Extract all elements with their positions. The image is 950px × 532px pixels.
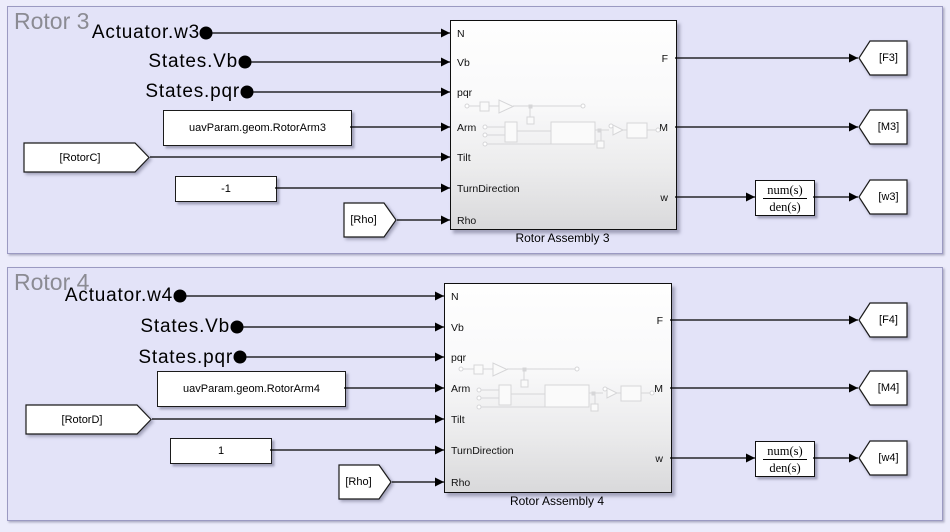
from-tag-rho-3[interactable]: [Rho] bbox=[343, 202, 397, 238]
constant-turn-direction-3[interactable]: -1 bbox=[175, 176, 277, 202]
from-tag-shape bbox=[338, 464, 392, 500]
goto-tag-label: [M4] bbox=[877, 382, 900, 394]
input-port-tilt: Tilt bbox=[451, 414, 465, 426]
input-port-turndirection: TurnDirection bbox=[457, 183, 520, 195]
from-tag-rotorc[interactable]: [RotorC] bbox=[23, 142, 150, 173]
goto-tag-label: [F4] bbox=[879, 314, 898, 326]
input-port-pqr: pqr bbox=[457, 87, 473, 99]
goto-tag-label: [M3] bbox=[877, 121, 900, 133]
subsystem-content-preview bbox=[464, 99, 661, 149]
constant-rotor-arm4[interactable]: uavParam.geom.RotorArm4 bbox=[157, 371, 346, 407]
from-tag-rotord[interactable]: [RotorD] bbox=[25, 404, 152, 435]
from-tag-shape bbox=[23, 142, 150, 173]
area-title-rotor4[interactable]: Rotor 4 bbox=[14, 269, 90, 295]
transfer-fcn-numerator: num(s) bbox=[767, 443, 803, 458]
input-port-n: N bbox=[457, 28, 465, 40]
input-port-vb: Vb bbox=[457, 57, 470, 69]
from-tag-label: [RotorD] bbox=[61, 413, 103, 426]
goto-tag-label: [F3] bbox=[879, 52, 898, 64]
goto-tag-shape bbox=[858, 179, 908, 215]
fraction-bar bbox=[763, 458, 807, 460]
output-port-m: M bbox=[659, 122, 668, 134]
input-port-vb: Vb bbox=[451, 322, 464, 334]
from-tag-shape bbox=[343, 202, 397, 238]
goto-tag-f4[interactable]: [F4] bbox=[858, 302, 908, 338]
input-port-tilt: Tilt bbox=[457, 152, 471, 164]
subsystem-content-preview bbox=[458, 362, 655, 412]
goto-tag-shape bbox=[858, 370, 908, 406]
signal-label-states-vb[interactable]: States.Vb bbox=[140, 316, 230, 337]
transfer-fcn-block-4[interactable]: num(s) den(s) bbox=[755, 441, 815, 477]
goto-tag-m4[interactable]: [M4] bbox=[858, 370, 908, 406]
goto-tag-label: [w3] bbox=[878, 191, 899, 203]
goto-tag-shape bbox=[858, 109, 908, 145]
input-port-rho: Rho bbox=[451, 477, 471, 489]
constant-turn-direction-4[interactable]: 1 bbox=[170, 438, 272, 464]
from-tag-shape bbox=[25, 404, 152, 435]
output-port-m: M bbox=[654, 383, 663, 395]
from-tag-label: [RotorC] bbox=[59, 151, 101, 164]
signal-label-states-pqr[interactable]: States.pqr bbox=[145, 81, 240, 102]
goto-tag-w4[interactable]: [w4] bbox=[858, 440, 908, 476]
input-port-n: N bbox=[451, 291, 459, 303]
fraction-bar bbox=[763, 197, 807, 199]
output-port-f: F bbox=[656, 315, 663, 327]
goto-tag-shape bbox=[858, 440, 908, 476]
transfer-fcn-denominator: den(s) bbox=[769, 199, 801, 214]
goto-tag-w3[interactable]: [w3] bbox=[858, 179, 908, 215]
goto-tag-shape bbox=[858, 40, 908, 76]
from-tag-label: [Rho] bbox=[350, 214, 377, 226]
subsystem-rotor-assembly-3[interactable]: N Vb pqr Arm Tilt TurnDirection Rho F M … bbox=[450, 20, 677, 230]
signal-label-actuator-w4[interactable]: Actuator.w4 bbox=[64, 285, 173, 306]
input-port-arm: Arm bbox=[457, 122, 477, 134]
transfer-fcn-denominator: den(s) bbox=[769, 460, 801, 475]
input-port-arm: Arm bbox=[451, 383, 471, 395]
input-port-rho: Rho bbox=[457, 215, 477, 227]
signal-label-states-pqr[interactable]: States.pqr bbox=[138, 347, 233, 368]
subsystem-caption-3[interactable]: Rotor Assembly 3 bbox=[515, 231, 610, 245]
goto-tag-shape bbox=[858, 302, 908, 338]
transfer-fcn-numerator: num(s) bbox=[767, 182, 803, 197]
transfer-fcn-block-3[interactable]: num(s) den(s) bbox=[755, 180, 815, 216]
signal-label-states-vb[interactable]: States.Vb bbox=[148, 51, 238, 72]
from-tag-rho-4[interactable]: [Rho] bbox=[338, 464, 392, 500]
input-port-turndirection: TurnDirection bbox=[451, 445, 514, 457]
output-port-w: w bbox=[655, 453, 663, 465]
constant-rotor-arm3[interactable]: uavParam.geom.RotorArm3 bbox=[163, 110, 352, 146]
goto-tag-label: [w4] bbox=[878, 452, 899, 464]
output-port-w: w bbox=[660, 192, 668, 204]
input-port-pqr: pqr bbox=[451, 352, 467, 364]
subsystem-rotor-assembly-4[interactable]: N Vb pqr Arm Tilt TurnDirection Rho F M … bbox=[444, 283, 672, 493]
goto-tag-f3[interactable]: [F3] bbox=[858, 40, 908, 76]
area-title-rotor3[interactable]: Rotor 3 bbox=[14, 8, 90, 34]
subsystem-caption-4[interactable]: Rotor Assembly 4 bbox=[509, 494, 605, 508]
output-port-f: F bbox=[661, 53, 668, 65]
goto-tag-m3[interactable]: [M3] bbox=[858, 109, 908, 145]
from-tag-label: [Rho] bbox=[345, 476, 372, 488]
signal-label-actuator-w3[interactable]: Actuator.w3 bbox=[91, 22, 200, 43]
